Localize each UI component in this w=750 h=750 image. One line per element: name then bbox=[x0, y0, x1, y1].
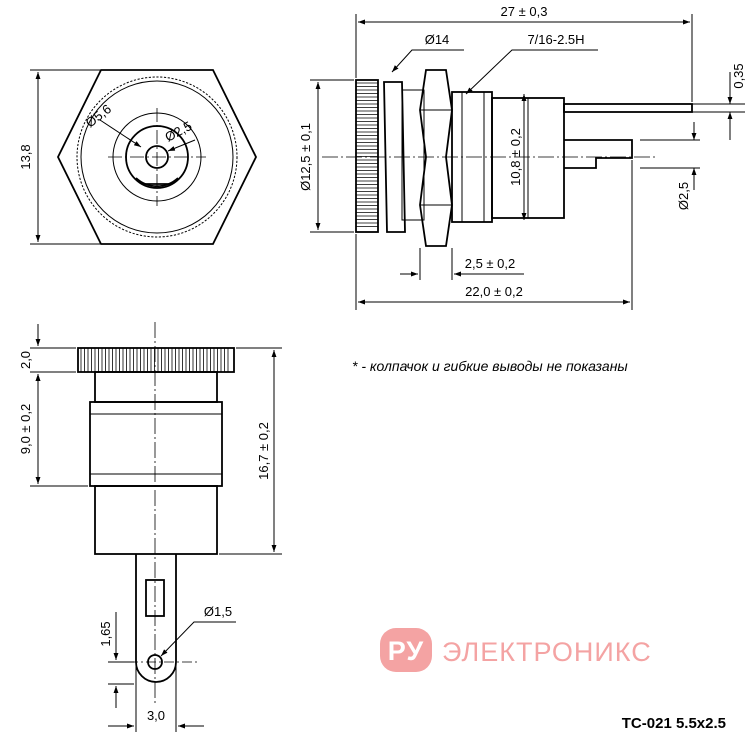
brand-badge bbox=[380, 628, 432, 672]
label-dia-2-5-front: Ø2,5 bbox=[162, 118, 194, 144]
bottom-view bbox=[30, 322, 282, 732]
label-dia-1-5: Ø1,5 bbox=[204, 604, 232, 619]
side-view bbox=[310, 14, 745, 310]
cap-knurl-lines bbox=[356, 82, 378, 227]
model-label: TC-021 5.5x2.5 bbox=[622, 715, 726, 732]
brand-name: ЭЛЕКТРОНИКС bbox=[442, 637, 652, 667]
label-dia-2-5-side: Ø2,5 bbox=[676, 182, 691, 210]
label-3-0: 3,0 bbox=[147, 708, 165, 723]
label-2-0: 2,0 bbox=[18, 351, 33, 369]
threaded-body bbox=[89, 401, 223, 487]
knurled-ring bbox=[76, 76, 238, 238]
hex-nut-side bbox=[419, 69, 453, 247]
brand-badge-text: РУ bbox=[388, 636, 425, 666]
label-10-8: 10,8 ± 0,2 bbox=[508, 128, 523, 186]
knurled-cap bbox=[355, 79, 379, 233]
pin-circle bbox=[145, 145, 169, 169]
brand-logo: РУ ЭЛЕКТРОНИКС bbox=[380, 628, 652, 672]
lower-body bbox=[94, 485, 218, 555]
label-0-35: 0,35 bbox=[731, 63, 746, 88]
sleeve-terminal bbox=[564, 139, 633, 169]
label-16-7: 16,7 ± 0,2 bbox=[256, 422, 271, 480]
label-2-5: 2,5 ± 0,2 bbox=[465, 256, 516, 271]
label-dia-14: Ø14 bbox=[425, 32, 450, 47]
solder-tab bbox=[135, 554, 177, 683]
hex-nut-outline bbox=[56, 69, 258, 245]
label-13-8: 13,8 bbox=[18, 144, 33, 169]
cap-knurl-lines-bottom bbox=[80, 348, 229, 372]
note-text: * - колпачок и гибкие выводы не показаны bbox=[352, 358, 628, 374]
washer bbox=[383, 81, 406, 233]
front-view bbox=[30, 69, 258, 245]
label-9-0: 9,0 ± 0,2 bbox=[18, 404, 33, 455]
label-dia-12-5: Ø12,5 ± 0,1 bbox=[298, 123, 313, 191]
label-thread: 7/16-2.5H bbox=[527, 32, 584, 47]
thread-sleeve bbox=[401, 89, 425, 221]
upper-body bbox=[94, 371, 218, 403]
label-27: 27 ± 0,3 bbox=[501, 4, 548, 19]
knurl-inner bbox=[80, 80, 234, 234]
label-22-0: 22,0 ± 0,2 bbox=[465, 284, 523, 299]
center-pin-terminal bbox=[563, 103, 693, 113]
label-1-65: 1,65 bbox=[98, 621, 113, 646]
